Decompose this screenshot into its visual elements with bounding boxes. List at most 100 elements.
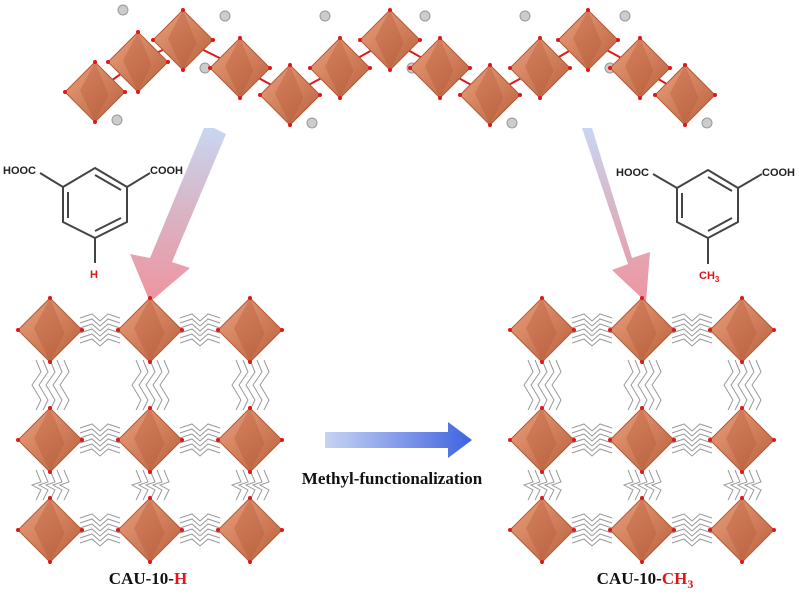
linker-strand — [644, 359, 655, 411]
linker-strand — [59, 359, 70, 411]
linker-strand — [259, 359, 270, 411]
linker-strand — [79, 523, 121, 532]
linker-strand — [179, 333, 221, 342]
linker-strand — [671, 323, 713, 332]
linker-strand — [79, 338, 121, 347]
oxygen-atom — [508, 66, 512, 70]
oxygen-atom — [640, 360, 644, 364]
oxygen-atom — [288, 63, 292, 67]
oxygen-atom — [106, 60, 110, 64]
linker-strand — [636, 469, 648, 501]
oxygen-atom — [540, 296, 544, 300]
linker-strand — [79, 438, 121, 447]
linker-strand — [671, 533, 713, 542]
oxygen-atom — [338, 36, 342, 40]
oxygen-atom — [216, 528, 220, 532]
linker-strand — [37, 469, 49, 501]
linker-strand — [529, 469, 541, 501]
oxygen-atom — [740, 360, 744, 364]
octahedron-face — [168, 10, 197, 70]
hydroxyl-hydrogen — [117, 4, 129, 16]
linker-strand — [252, 359, 263, 411]
functionalization-arrow — [325, 422, 472, 458]
linker-strand — [571, 513, 613, 522]
linker-strand — [650, 469, 662, 501]
oxygen-atom — [368, 66, 372, 70]
hydroxyl-hydrogen — [419, 10, 431, 22]
oxygen-atom — [248, 470, 252, 474]
linker-strand — [131, 359, 142, 411]
oxygen-atom — [740, 296, 744, 300]
oxygen-atom — [540, 470, 544, 474]
oxygen-atom — [280, 328, 284, 332]
linker-strand — [671, 538, 713, 547]
oxygen-atom — [683, 123, 687, 127]
oxygen-atom — [438, 96, 442, 100]
linker-strand — [671, 513, 713, 522]
linker-strand — [671, 518, 713, 527]
octahedron-face — [525, 38, 554, 98]
octahedron-face — [625, 38, 654, 98]
oxygen-atom — [148, 360, 152, 364]
octahedron-face — [234, 498, 265, 562]
oxygen-atom — [258, 93, 262, 97]
linker-strand — [571, 443, 613, 452]
linker-strand — [179, 538, 221, 547]
linker-strand — [571, 533, 613, 542]
oxygen-atom — [80, 528, 84, 532]
linker-strand — [79, 428, 121, 437]
linker-strand — [571, 423, 613, 432]
linker-strand — [258, 469, 270, 501]
linker-strand — [79, 323, 121, 332]
linker-strand — [179, 443, 221, 452]
linker-strand — [238, 359, 249, 411]
oxygen-atom — [80, 438, 84, 442]
octahedron-face — [225, 38, 254, 98]
octahedron-face — [375, 10, 404, 70]
linker-strand — [744, 359, 755, 411]
oxygen-atom — [308, 66, 312, 70]
oxygen-atom — [166, 60, 170, 64]
linker-strand — [79, 318, 121, 327]
oxygen-atom — [708, 328, 712, 332]
oxygen-atom — [148, 560, 152, 564]
linker-strand — [543, 469, 555, 501]
oxygen-atom — [772, 328, 776, 332]
oxygen-atom — [508, 528, 512, 532]
cau10-ch3-label: CAU-10-CH3 — [597, 569, 694, 591]
linker-strand — [671, 318, 713, 327]
linker-strand — [152, 359, 163, 411]
oxygen-atom — [468, 66, 472, 70]
octahedron-face — [234, 408, 265, 472]
methylisophthalic-acid-structure — [652, 168, 763, 264]
oxygen-atom — [638, 36, 642, 40]
oxygen-atom — [640, 560, 644, 564]
oxygen-atom — [572, 328, 576, 332]
linker-strand — [58, 469, 70, 501]
oxygen-atom — [80, 328, 84, 332]
linker-strand — [671, 433, 713, 442]
oxygen-atom — [358, 38, 362, 42]
oxygen-atom — [93, 60, 97, 64]
linker-strand — [179, 433, 221, 442]
linker-strand — [671, 428, 713, 437]
oxygen-atom — [116, 438, 120, 442]
linker-strand — [179, 318, 221, 327]
linker-strand — [38, 359, 49, 411]
octahedron-face — [526, 498, 557, 562]
linker-strand — [536, 469, 548, 501]
linker-strand — [551, 359, 562, 411]
linker-strand — [623, 359, 634, 411]
linker-strand — [729, 469, 741, 501]
linker-strand — [237, 469, 249, 501]
linker-strand — [230, 469, 242, 501]
oxygen-atom — [572, 528, 576, 532]
oxygen-atom — [63, 90, 67, 94]
cau10-ch3-framework — [508, 296, 776, 564]
oxygen-atom — [540, 560, 544, 564]
oxygen-atom — [608, 438, 612, 442]
oxygen-atom — [338, 96, 342, 100]
oxygen-atom — [640, 406, 644, 410]
linker-strand — [231, 359, 242, 411]
hydroxyl-hydrogen — [619, 10, 631, 22]
